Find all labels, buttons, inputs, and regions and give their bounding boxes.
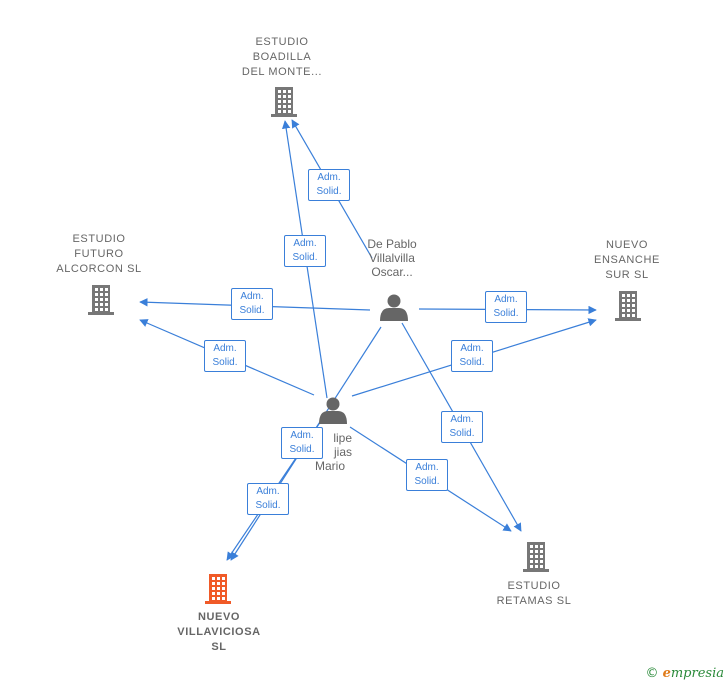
- building-icon-retamas[interactable]: [523, 542, 549, 572]
- company-label-line: ALCORCON SL: [56, 263, 142, 275]
- edge-label-line2: Solid.: [459, 357, 485, 368]
- edge-label-line2: Solid.: [449, 428, 475, 439]
- edge-label-felipe-futuro[interactable]: Adm. Solid.: [204, 340, 246, 372]
- edge-label-line1: Adm.: [317, 172, 341, 183]
- person-icon-depablo[interactable]: [380, 294, 408, 322]
- company-label-line: NUEVO: [197, 611, 241, 623]
- nodes-layer: [88, 87, 641, 604]
- edge-label-line2: Solid.: [255, 500, 281, 511]
- company-label-line: BOADILLA: [252, 51, 312, 63]
- copyright-icon: ©: [645, 666, 659, 681]
- edge-label-line1: Adm.: [213, 343, 237, 354]
- edge-label-felipe-retamas[interactable]: Adm. Solid.: [406, 459, 448, 491]
- company-label-line: SL: [211, 641, 227, 653]
- company-label-line: SUR SL: [605, 269, 649, 281]
- edge-label-felipe-villaviciosa[interactable]: Adm. Solid.: [247, 483, 289, 515]
- building-icon-ensanche[interactable]: [615, 291, 641, 321]
- edge-label-line2: Solid.: [316, 186, 342, 197]
- person-label-line: Villalvilla: [369, 251, 415, 265]
- company-label-line: NUEVO: [605, 239, 649, 251]
- person-label-depablo[interactable]: De Pablo Villalvilla Oscar...: [352, 237, 432, 279]
- edge-label-line2: Solid.: [292, 252, 318, 263]
- edge-label-line2: Solid.: [493, 308, 519, 319]
- person-label-line: Oscar...: [371, 265, 413, 279]
- copyright-brand[interactable]: © empresia: [645, 666, 724, 681]
- building-icon-villaviciosa[interactable]: [205, 574, 231, 604]
- edge-label-depablo-futuro[interactable]: Adm. Solid.: [231, 288, 273, 320]
- brand-name: mpresia: [670, 666, 724, 681]
- company-label-line: ESTUDIO: [255, 36, 309, 48]
- company-label-line: FUTURO: [74, 248, 124, 260]
- edge-label-line1: Adm.: [494, 294, 518, 305]
- building-icon-futuro[interactable]: [88, 285, 114, 315]
- edge-label-line1: Adm.: [256, 486, 280, 497]
- edge-label-line1: Adm.: [450, 414, 474, 425]
- edge-label-line1: Adm.: [240, 291, 264, 302]
- edge-label-depablo-boadilla[interactable]: Adm. Solid.: [308, 169, 350, 201]
- edge-label-felipe-ensanche[interactable]: Adm. Solid.: [451, 340, 493, 372]
- brand-initial: e: [662, 666, 671, 681]
- edge-label-depablo-villaviciosa[interactable]: Adm. Solid.: [281, 427, 323, 459]
- edge-label-line2: Solid.: [212, 357, 238, 368]
- company-label-line: DEL MONTE...: [241, 66, 323, 78]
- company-label-line: ESTUDIO: [72, 233, 126, 245]
- edge-label-line2: Solid.: [289, 444, 315, 455]
- person-label-felipe[interactable]: lipe jias Mario: [308, 431, 352, 473]
- company-label-villaviciosa[interactable]: NUEVO VILLAVICIOSA SL: [159, 610, 279, 655]
- company-label-retamas[interactable]: ESTUDIO RETAMAS SL: [484, 579, 584, 609]
- edge-label-line1: Adm.: [290, 430, 314, 441]
- person-label-line: lipe: [333, 431, 352, 445]
- edge-label-line1: Adm.: [293, 238, 317, 249]
- person-label-line: Mario: [314, 459, 345, 473]
- edge-label-line1: Adm.: [415, 462, 439, 473]
- person-label-line: De Pablo: [367, 237, 417, 251]
- person-label-line: jias: [333, 445, 352, 459]
- edge-label-line2: Solid.: [414, 476, 440, 487]
- edge-label-depablo-ensanche[interactable]: Adm. Solid.: [485, 291, 527, 323]
- company-label-futuro[interactable]: ESTUDIO FUTURO ALCORCON SL: [49, 232, 149, 277]
- company-label-line: RETAMAS SL: [496, 595, 572, 607]
- edge-label-depablo-retamas[interactable]: Adm. Solid.: [441, 411, 483, 443]
- company-label-ensanche[interactable]: NUEVO ENSANCHE SUR SL: [577, 238, 677, 283]
- edge-label-line1: Adm.: [460, 343, 484, 354]
- company-label-line: ENSANCHE: [594, 254, 660, 266]
- company-label-line: VILLAVICIOSA: [177, 626, 261, 638]
- company-label-line: ESTUDIO: [507, 580, 561, 592]
- edge-label-line2: Solid.: [239, 305, 265, 316]
- edge-label-felipe-boadilla[interactable]: Adm. Solid.: [284, 235, 326, 267]
- person-icon-felipe[interactable]: [319, 397, 347, 425]
- company-label-boadilla[interactable]: ESTUDIO BOADILLA DEL MONTE...: [232, 35, 332, 80]
- building-icon-boadilla[interactable]: [271, 87, 297, 117]
